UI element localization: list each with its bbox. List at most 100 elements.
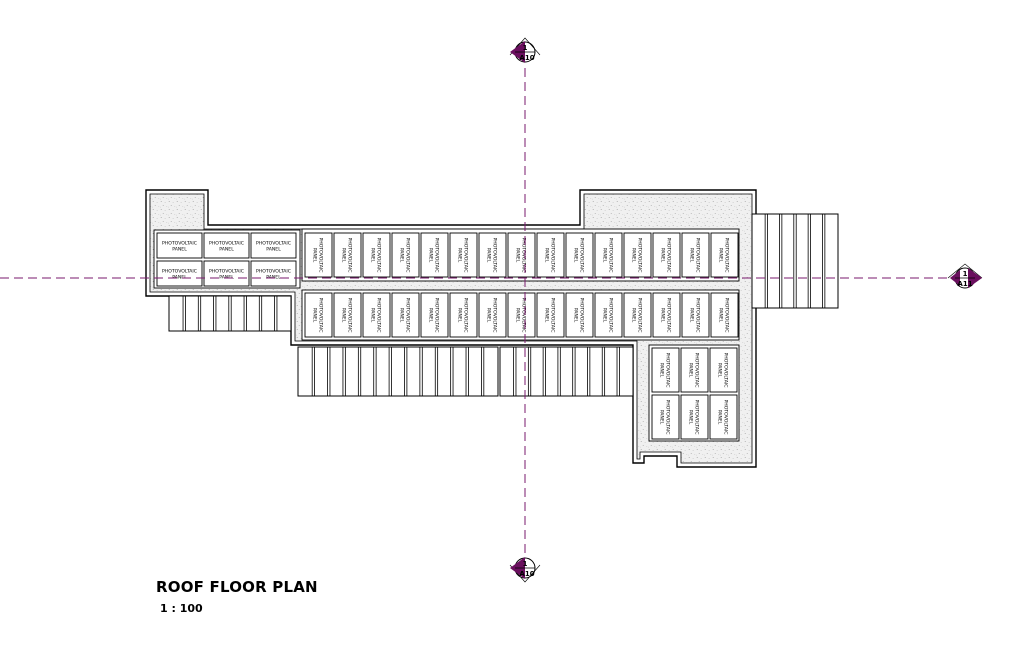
svg-text:PHOTOVOLTAICPANEL: PHOTOVOLTAICPANEL	[457, 238, 469, 273]
svg-text:PHOTOVOLTAICPANEL: PHOTOVOLTAICPANEL	[688, 400, 700, 435]
photovoltaic-panel: PHOTOVOLTAICPANEL	[536, 232, 565, 278]
svg-text:PHOTOVOLTAICPANEL: PHOTOVOLTAICPANEL	[717, 400, 729, 435]
photovoltaic-panel: PHOTOVOLTAICPANEL	[623, 292, 652, 338]
photovoltaic-panel: PHOTOVOLTAICPANEL	[333, 292, 362, 338]
svg-text:PHOTOVOLTAICPANEL: PHOTOVOLTAICPANEL	[486, 238, 498, 273]
photovoltaic-panel: PHOTOVOLTAICPANEL	[478, 232, 507, 278]
photovoltaic-panel: PHOTOVOLTAICPANEL	[709, 347, 738, 393]
photovoltaic-panel: PHOTOVOLTAICPANEL	[449, 232, 478, 278]
section-marker-bottom: 1 A10	[509, 557, 541, 583]
svg-text:PHOTOVOLTAICPANEL: PHOTOVOLTAICPANEL	[688, 353, 700, 388]
photovoltaic-panel: PHOTOVOLTAICPANEL	[710, 232, 739, 278]
svg-text:PHOTOVOLTAICPANEL: PHOTOVOLTAICPANEL	[162, 241, 197, 253]
stair-blocks	[168, 213, 839, 397]
svg-text:PHOTOVOLTAICPANEL: PHOTOVOLTAICPANEL	[659, 353, 671, 388]
svg-text:PHOTOVOLTAICPANEL: PHOTOVOLTAICPANEL	[256, 241, 291, 253]
photovoltaic-panel: PHOTOVOLTAICPANEL	[362, 232, 391, 278]
svg-text:PHOTOVOLTAICPANEL: PHOTOVOLTAICPANEL	[428, 238, 440, 273]
section-marker-top: 1 A10	[509, 37, 541, 63]
svg-text:PHOTOVOLTAICPANEL: PHOTOVOLTAICPANEL	[515, 238, 527, 273]
svg-text:PHOTOVOLTAICPANEL: PHOTOVOLTAICPANEL	[631, 238, 643, 273]
svg-text:PHOTOVOLTAICPANEL: PHOTOVOLTAICPANEL	[660, 298, 672, 333]
photovoltaic-panel: PHOTOVOLTAICPANEL	[652, 232, 681, 278]
svg-text:PHOTOVOLTAICPANEL: PHOTOVOLTAICPANEL	[689, 298, 701, 333]
section-marker-top-sheet: A10	[519, 54, 534, 62]
svg-text:PHOTOVOLTAICPANEL: PHOTOVOLTAICPANEL	[399, 238, 411, 273]
photovoltaic-panel: PHOTOVOLTAICPANEL	[536, 292, 565, 338]
photovoltaic-panel: PHOTOVOLTAICPANEL	[507, 232, 536, 278]
title-block: ROOF FLOOR PLAN 1 : 100	[156, 578, 318, 615]
photovoltaic-panel: PHOTOVOLTAICPANEL	[710, 292, 739, 338]
svg-text:PHOTOVOLTAICPANEL: PHOTOVOLTAICPANEL	[631, 298, 643, 333]
svg-text:PHOTOVOLTAICPANEL: PHOTOVOLTAICPANEL	[209, 241, 244, 253]
photovoltaic-panel: PHOTOVOLTAICPANEL	[594, 292, 623, 338]
photovoltaic-panel: PHOTOVOLTAICPANEL	[565, 292, 594, 338]
section-marker-right-number: 1	[963, 270, 968, 278]
plan-title: ROOF FLOOR PLAN	[156, 578, 318, 596]
photovoltaic-panel: PHOTOVOLTAICPANEL	[594, 232, 623, 278]
photovoltaic-panel: PHOTOVOLTAICPANEL	[680, 347, 709, 393]
section-lines	[0, 68, 950, 555]
stair-block	[751, 213, 839, 309]
svg-text:PHOTOVOLTAICPANEL: PHOTOVOLTAICPANEL	[544, 238, 556, 273]
svg-text:PHOTOVOLTAICPANEL: PHOTOVOLTAICPANEL	[718, 238, 730, 273]
photovoltaic-panel: PHOTOVOLTAICPANEL	[304, 232, 333, 278]
stair-block	[499, 346, 634, 397]
photovoltaic-panel: PHOTOVOLTAICPANEL	[681, 232, 710, 278]
section-marker-bottom-sheet: A10	[519, 570, 534, 578]
svg-text:PHOTOVOLTAICPANEL: PHOTOVOLTAICPANEL	[689, 238, 701, 273]
photovoltaic-panel: PHOTOVOLTAICPANEL	[652, 292, 681, 338]
photovoltaic-panel: PHOTOVOLTAICPANEL	[709, 394, 738, 440]
photovoltaic-panel: PHOTOVOLTAICPANEL	[391, 232, 420, 278]
photovoltaic-panel: PHOTOVOLTAICPANEL	[420, 292, 449, 338]
section-marker-bottom-number: 1	[523, 560, 528, 568]
photovoltaic-panel: PHOTOVOLTAICPANEL	[680, 394, 709, 440]
svg-text:PHOTOVOLTAICPANEL: PHOTOVOLTAICPANEL	[602, 298, 614, 333]
photovoltaic-panel: PHOTOVOLTAICPANEL	[507, 292, 536, 338]
photovoltaic-panel: PHOTOVOLTAICPANEL	[304, 292, 333, 338]
svg-text:PHOTOVOLTAICPANEL: PHOTOVOLTAICPANEL	[486, 298, 498, 333]
plan-scale: 1 : 100	[160, 602, 203, 615]
photovoltaic-panel: PHOTOVOLTAICPANEL	[333, 232, 362, 278]
section-marker-right-sheet: A11	[957, 280, 972, 288]
svg-text:PHOTOVOLTAICPANEL: PHOTOVOLTAICPANEL	[341, 238, 353, 273]
svg-text:PHOTOVOLTAICPANEL: PHOTOVOLTAICPANEL	[573, 238, 585, 273]
section-marker-top-number: 1	[523, 44, 528, 52]
svg-text:PHOTOVOLTAICPANEL: PHOTOVOLTAICPANEL	[370, 238, 382, 273]
svg-text:PHOTOVOLTAICPANEL: PHOTOVOLTAICPANEL	[515, 298, 527, 333]
svg-text:PHOTOVOLTAICPANEL: PHOTOVOLTAICPANEL	[659, 400, 671, 435]
svg-text:PHOTOVOLTAICPANEL: PHOTOVOLTAICPANEL	[602, 238, 614, 273]
svg-text:PHOTOVOLTAICPANEL: PHOTOVOLTAICPANEL	[457, 298, 469, 333]
photovoltaic-panel: PHOTOVOLTAICPANEL	[362, 292, 391, 338]
photovoltaic-panel: PHOTOVOLTAICPANEL	[449, 292, 478, 338]
photovoltaic-panel: PHOTOVOLTAICPANEL	[478, 292, 507, 338]
photovoltaic-panel: PHOTOVOLTAICPANEL	[420, 232, 449, 278]
stair-block	[297, 346, 499, 397]
svg-text:PHOTOVOLTAICPANEL: PHOTOVOLTAICPANEL	[399, 298, 411, 333]
photovoltaic-panel: PHOTOVOLTAICPANEL	[565, 232, 594, 278]
svg-text:PHOTOVOLTAICPANEL: PHOTOVOLTAICPANEL	[544, 298, 556, 333]
svg-text:PHOTOVOLTAICPANEL: PHOTOVOLTAICPANEL	[162, 269, 197, 281]
svg-text:PHOTOVOLTAICPANEL: PHOTOVOLTAICPANEL	[312, 238, 324, 273]
svg-text:PHOTOVOLTAICPANEL: PHOTOVOLTAICPANEL	[341, 298, 353, 333]
stair-block	[168, 295, 292, 332]
photovoltaic-panel: PHOTOVOLTAICPANEL	[623, 232, 652, 278]
svg-text:PHOTOVOLTAICPANEL: PHOTOVOLTAICPANEL	[573, 298, 585, 333]
photovoltaic-panel: PHOTOVOLTAICPANEL	[681, 292, 710, 338]
svg-text:PHOTOVOLTAICPANEL: PHOTOVOLTAICPANEL	[718, 298, 730, 333]
svg-text:PHOTOVOLTAICPANEL: PHOTOVOLTAICPANEL	[660, 238, 672, 273]
photovoltaic-panel: PHOTOVOLTAICPANEL	[391, 292, 420, 338]
svg-text:PHOTOVOLTAICPANEL: PHOTOVOLTAICPANEL	[717, 353, 729, 388]
svg-text:PHOTOVOLTAICPANEL: PHOTOVOLTAICPANEL	[370, 298, 382, 333]
photovoltaic-panel: PHOTOVOLTAICPANEL	[651, 347, 680, 393]
section-marker-right: 1 A11	[947, 263, 983, 289]
